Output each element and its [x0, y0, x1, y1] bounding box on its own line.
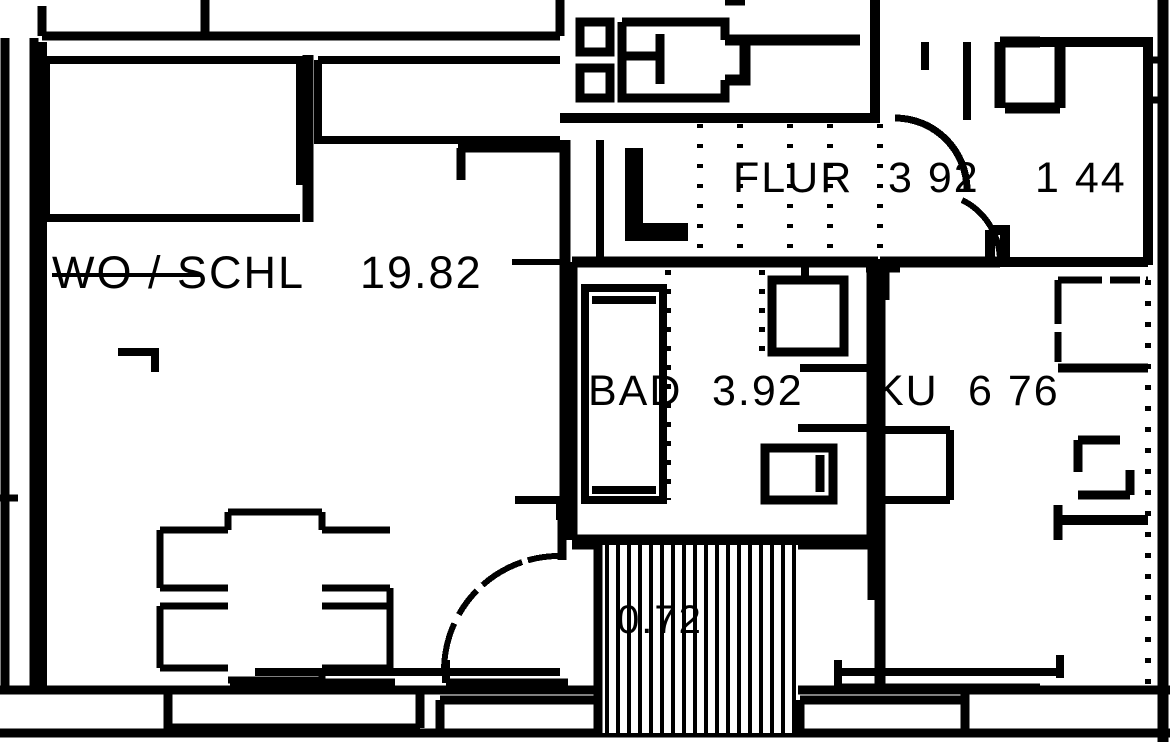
room-label-bad: BAD — [588, 367, 683, 415]
door-swing-flur-2 — [960, 197, 1004, 263]
washbasin-fixture — [767, 275, 849, 357]
door-swing-balcony — [440, 552, 561, 673]
furniture-group-living — [156, 508, 394, 684]
shaft-outer-box — [725, 0, 860, 86]
room-label-strikethrough — [52, 273, 202, 277]
left-shaft-strip — [0, 38, 39, 690]
room-area-wo-schl: 19.82 — [360, 247, 483, 298]
kitchen-appliance — [880, 426, 954, 504]
room-area-balkon: 0.72 — [617, 598, 703, 642]
shaft-box-large — [617, 17, 730, 103]
room-144-walls — [994, 36, 1066, 114]
wall-tick-left — [118, 348, 159, 372]
wall-L-partition — [625, 148, 688, 241]
shaft-duct-small — [575, 17, 615, 57]
room-area-flur: 3 92 — [888, 154, 980, 202]
wall-notch-bath — [515, 496, 564, 520]
kitchen-counter-right — [1054, 276, 1148, 368]
window-box-upper-right — [314, 56, 560, 144]
window-box-upper-left — [42, 56, 304, 222]
room-area-kueche: 6 76 — [968, 367, 1060, 415]
shaft-duct-small-2 — [575, 63, 615, 103]
room-label-kueche: KU — [875, 367, 939, 415]
door-swing-flur-1 — [894, 114, 971, 191]
room-area-bad: 3.92 — [712, 367, 804, 415]
top-wall-band — [37, 0, 565, 41]
bath-walls — [566, 256, 878, 546]
flur-ghost-lines — [697, 124, 883, 262]
room-area-kammer: 1 44 — [1035, 154, 1127, 202]
balcony-hatching — [598, 545, 798, 733]
kitchen-walls — [874, 256, 1000, 690]
kitchen-cabinet — [1073, 435, 1135, 500]
room-label-flur: FLUR — [733, 154, 854, 202]
window-openings-bottom — [163, 683, 1160, 733]
toilet-fixture — [760, 443, 838, 505]
bathtub-fixture — [581, 284, 667, 504]
room-label-wo-schl: WO / SCHL — [52, 247, 306, 298]
